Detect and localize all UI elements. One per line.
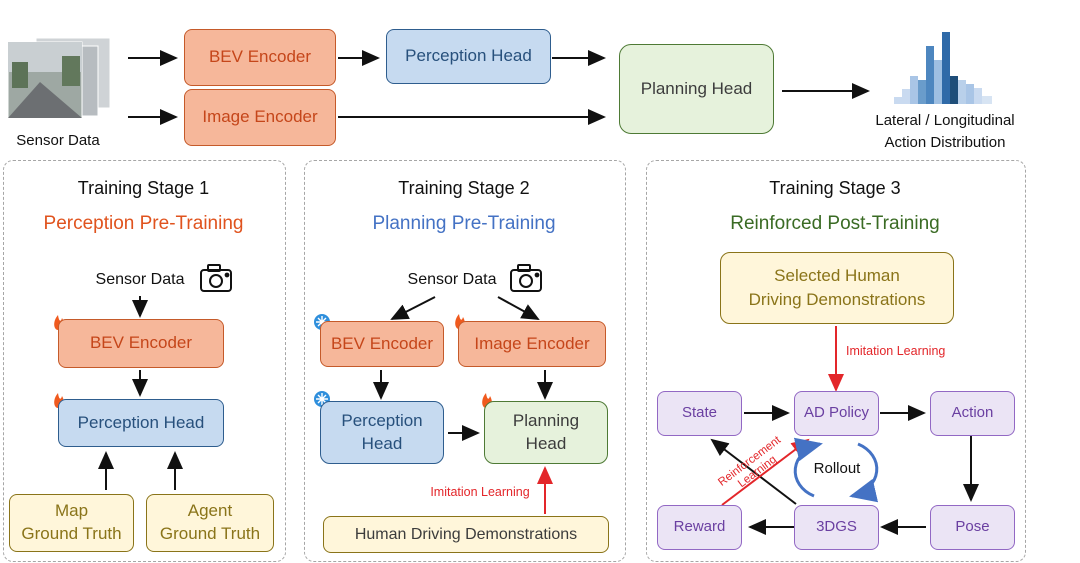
- stage3-container: [646, 160, 1026, 562]
- stage3-title: Training Stage 3: [769, 178, 901, 198]
- top-planning-head: Planning Head: [619, 44, 774, 134]
- stage1-bev-encoder: BEV Encoder: [58, 319, 224, 368]
- stage3-ad-policy: AD Policy: [794, 391, 879, 436]
- stage2-planning-head: Planning Head: [484, 401, 608, 464]
- stage3-subtitle: Reinforced Post-Training: [730, 213, 940, 234]
- s2-arrow-sensor-bev: [390, 296, 436, 320]
- top-perception-head: Perception Head: [386, 29, 551, 84]
- stage3-pose: Pose: [930, 505, 1015, 550]
- stage2-container: [304, 160, 626, 562]
- stage1-perception-head: Perception Head: [58, 399, 224, 447]
- stage2-sensor-label: Sensor Data: [407, 271, 497, 288]
- s3-rollout-arrow-right: [849, 442, 879, 503]
- top-image-encoder: Image Encoder: [184, 89, 336, 146]
- stage1-map-ground-truth: Map Ground Truth: [9, 494, 134, 552]
- stage2-subtitle: Planning Pre-Training: [372, 213, 556, 234]
- camera-icon: [200, 264, 232, 292]
- output-label: Lateral / Longitudinal Action Distributi…: [875, 112, 1015, 151]
- stage3-rollout-label: Rollout: [813, 460, 861, 477]
- stage2-human-demos: Human Driving Demonstrations: [323, 516, 609, 553]
- stage1-subtitle: Perception Pre-Training: [43, 213, 244, 234]
- stage2-imitation-label: Imitation Learning: [430, 485, 530, 499]
- stage1-agent-ground-truth: Agent Ground Truth: [146, 494, 274, 552]
- stage3-3dgs: 3DGS: [794, 505, 879, 550]
- stage2-bev-encoder: BEV Encoder: [320, 321, 444, 367]
- sensor-image-icon: [7, 37, 111, 119]
- stage3-selected-demos: Selected Human Driving Demonstrations: [720, 252, 954, 324]
- sensor-data-label: Sensor Data: [16, 132, 100, 149]
- stage2-perception-head: Perception Head: [320, 401, 444, 464]
- s3-rollout-arrow-left: [793, 437, 823, 498]
- stage1-title: Training Stage 1: [77, 178, 210, 198]
- stage2-title: Training Stage 2: [398, 178, 530, 198]
- stage3-imitation-label: Imitation Learning: [846, 344, 946, 358]
- histogram-icon: [894, 32, 992, 104]
- stage1-sensor-label: Sensor Data: [95, 271, 185, 288]
- camera-icon: [510, 264, 542, 292]
- stage1-container: [3, 160, 286, 562]
- top-bev-encoder: BEV Encoder: [184, 29, 336, 86]
- stage2-image-encoder: Image Encoder: [458, 321, 606, 367]
- s3-arrow-3dgs-state: [710, 438, 797, 505]
- stage3-action: Action: [930, 391, 1015, 436]
- s2-arrow-sensor-image: [497, 296, 540, 320]
- stage3-state: State: [657, 391, 742, 436]
- stage3-reward: Reward: [657, 505, 742, 550]
- s3-arrow-reward-policy: [721, 438, 810, 506]
